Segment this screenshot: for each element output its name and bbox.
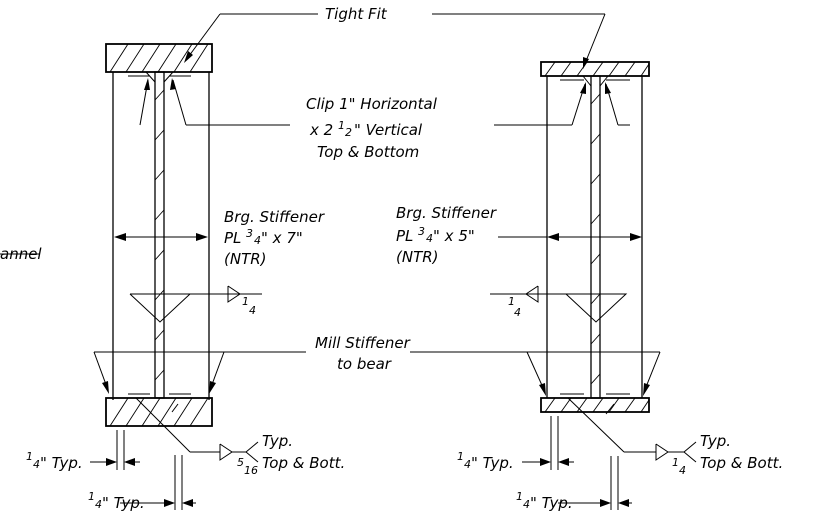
clip-frac-num: 1 — [338, 119, 345, 132]
right-stiffener-title: Brg. Stiffener — [396, 204, 497, 222]
right-weld-note2: Top & Bott. — [700, 454, 783, 472]
clip-note-line3: Top & Bottom — [317, 143, 419, 161]
tight-fit-label: Tight Fit — [325, 5, 388, 23]
partial-channel-label: annel — [0, 245, 42, 263]
right-typ1-den: 4 — [464, 458, 471, 471]
left-web — [154, 71, 165, 399]
left-typ2-text: " Typ. — [102, 494, 145, 512]
right-typ2-num: 1 — [516, 490, 523, 503]
left-weld-size-num: 1 — [242, 295, 249, 308]
right-bottom-flange — [540, 397, 650, 413]
left-detail — [90, 43, 290, 510]
right-typ2-text: " Typ. — [530, 494, 573, 512]
clip-note-line2a: x 2 — [309, 121, 333, 139]
right-typ1-text: " Typ. — [471, 454, 514, 472]
clip-note-line1: Clip 1" Horizontal — [306, 95, 438, 113]
right-frac3-den: 4 — [426, 232, 433, 245]
left-bottom-flange — [105, 397, 213, 427]
mill-stiffener-note: Mill Stiffener to bear — [315, 334, 411, 373]
left-typ1-den: 4 — [33, 458, 40, 471]
left-typ2-num: 1 — [88, 490, 95, 503]
right-weld-size-den2: 4 — [679, 464, 686, 477]
right-stiffener-size: " x 5" — [433, 227, 475, 245]
left-typ2-den: 4 — [95, 498, 102, 511]
clip-frac-den: 2 — [345, 126, 352, 139]
right-weld-size-num: 1 — [508, 295, 515, 308]
right-typ2-den: 4 — [523, 498, 530, 511]
right-frac3-num: 3 — [418, 225, 425, 238]
left-typ1-text: " Typ. — [40, 454, 83, 472]
right-weld-note1: Typ. — [700, 432, 731, 450]
left-weld-size-den: 4 — [249, 304, 256, 317]
left-weld-516-num: 5 — [237, 456, 244, 469]
left-plate-symbol: PL — [224, 229, 241, 247]
left-weld-516-den: 16 — [244, 464, 258, 477]
left-frac3-num: 3 — [246, 227, 253, 240]
left-stiffener-note: Brg. Stiffener PL 3 4 " x 7" (NTR) — [224, 208, 325, 268]
left-weld-note1: Typ. — [262, 432, 293, 450]
mill-line1: Mill Stiffener — [315, 334, 411, 352]
right-stiffener-ntr: (NTR) — [396, 248, 439, 266]
clip-note: Clip 1" Horizontal x 2 1 2 " Vertical To… — [306, 95, 438, 161]
right-detail — [410, 61, 697, 510]
left-top-flange — [105, 43, 213, 73]
right-plate-symbol: PL — [396, 227, 413, 245]
left-stiffener-size: " x 7" — [261, 229, 303, 247]
left-top-flange-hatch — [109, 43, 209, 73]
left-weld-note2: Top & Bott. — [262, 454, 345, 472]
left-stiffener-ntr: (NTR) — [224, 250, 267, 268]
right-weld-size-num2: 1 — [672, 456, 679, 469]
left-stiffener-title: Brg. Stiffener — [224, 208, 325, 226]
mill-line2: to bear — [337, 355, 392, 373]
tight-fit-leaders — [184, 13, 606, 69]
left-typ1-num: 1 — [26, 450, 33, 463]
left-frac3-den: 4 — [254, 234, 261, 247]
right-weld-size-den: 4 — [514, 306, 521, 319]
right-typ1-num: 1 — [457, 450, 464, 463]
right-stiffener-note: Brg. Stiffener PL 3 4 " x 5" (NTR) — [396, 204, 497, 266]
clip-note-line2b: " Vertical — [354, 121, 423, 139]
